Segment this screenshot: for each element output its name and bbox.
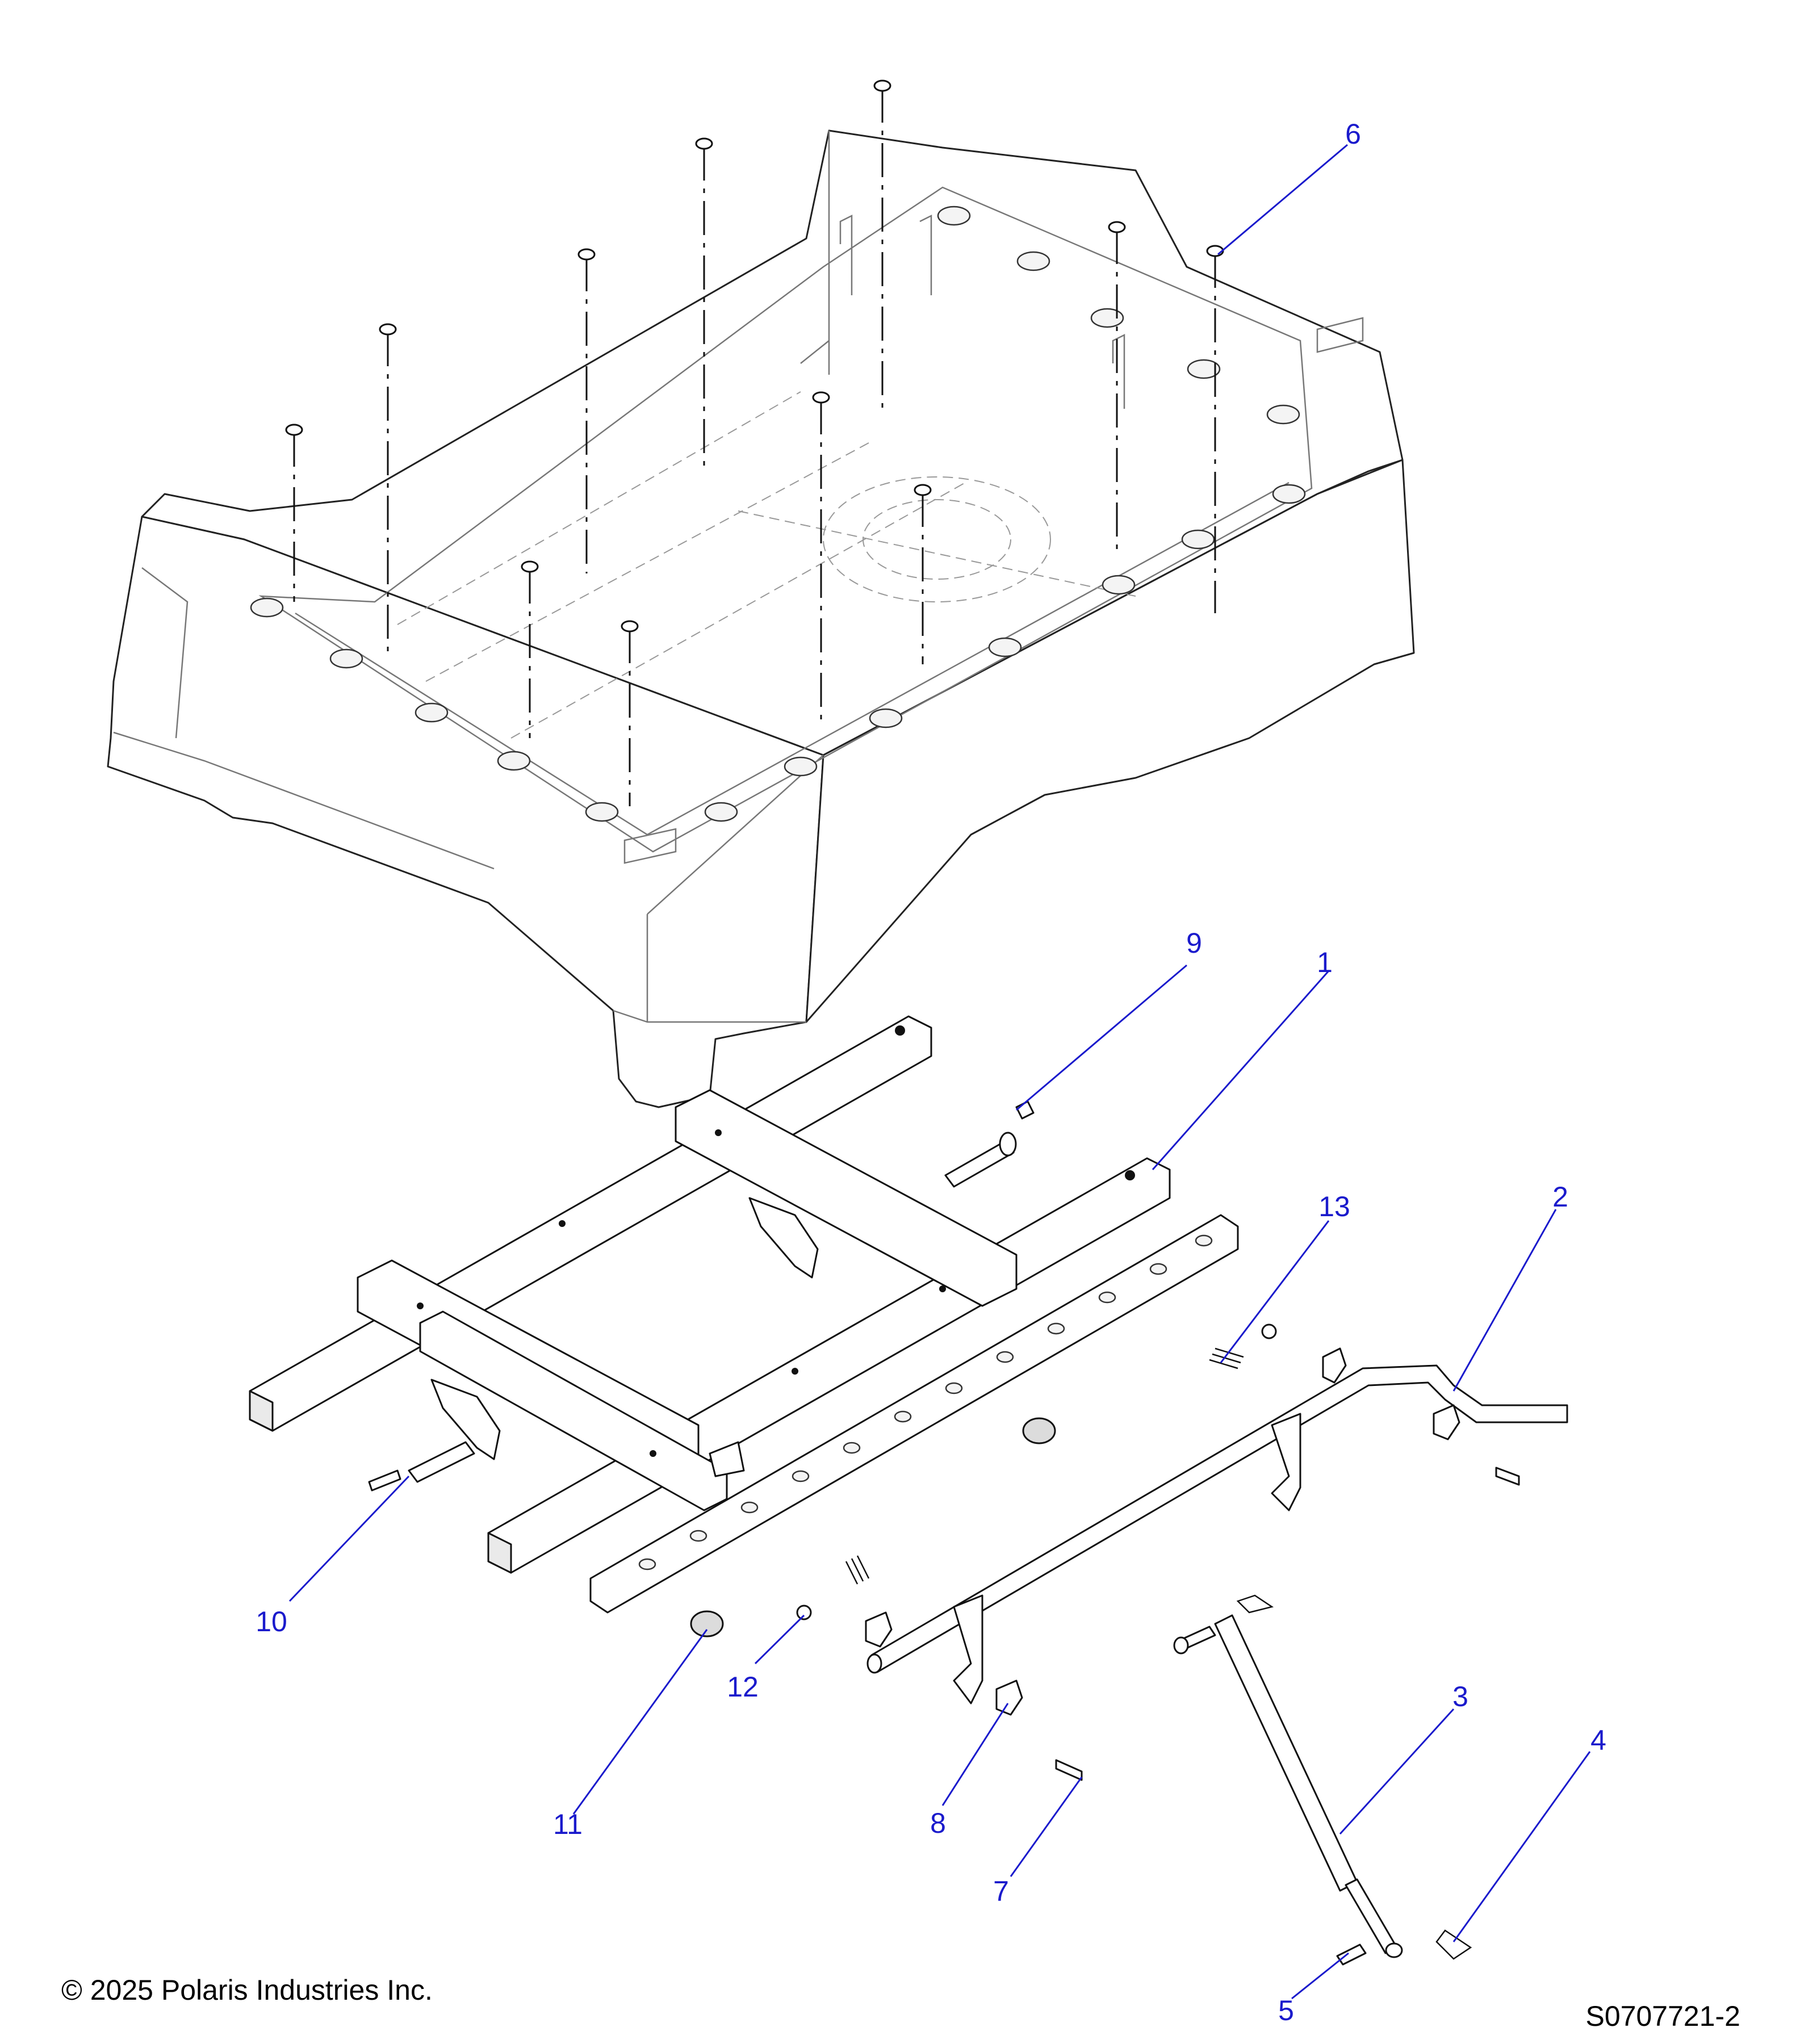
callout-6: 6 [1345,118,1361,150]
nut-item-12 [796,1605,812,1620]
bumper-item-11 [690,1610,724,1637]
perforated-bar-holes [638,1234,1213,1570]
callout-5: 5 [1278,1995,1294,2026]
cargo-box [107,129,1415,1108]
pin-item-10 [408,1441,475,1483]
bushing-item-8 [995,1679,1023,1716]
callout-13: 13 [1318,1191,1350,1222]
callout-leaders [288,144,1591,2000]
callout-7: 7 [993,1875,1009,1907]
copyright-text: © 2025 Polaris Industries Inc. [61,1974,433,2006]
callout-10: 10 [256,1606,287,1637]
clevis-pin [1336,1944,1367,1966]
diagram-id: S0707721-2 [1586,2000,1740,2032]
callout-11: 11 [553,1808,583,1840]
callout-1: 1 [1317,946,1333,978]
callout-4: 4 [1590,1724,1606,1756]
callout-3: 3 [1452,1681,1468,1712]
callout-2: 2 [1552,1181,1568,1213]
frame-assembly [249,1015,1239,1614]
latch-rod-assembly [845,1347,1568,1704]
callout-labels: 1 2 3 4 5 6 7 8 9 10 11 12 13 [256,118,1606,2026]
callout-12: 12 [727,1671,759,1703]
rim-holes [250,206,1306,822]
bolt-item-7 [1055,1759,1083,1781]
gas-strut [1173,1614,1403,1958]
callout-9: 9 [1186,927,1202,959]
hair-pin-clip [1435,1929,1472,1960]
callout-8: 8 [930,1807,946,1839]
